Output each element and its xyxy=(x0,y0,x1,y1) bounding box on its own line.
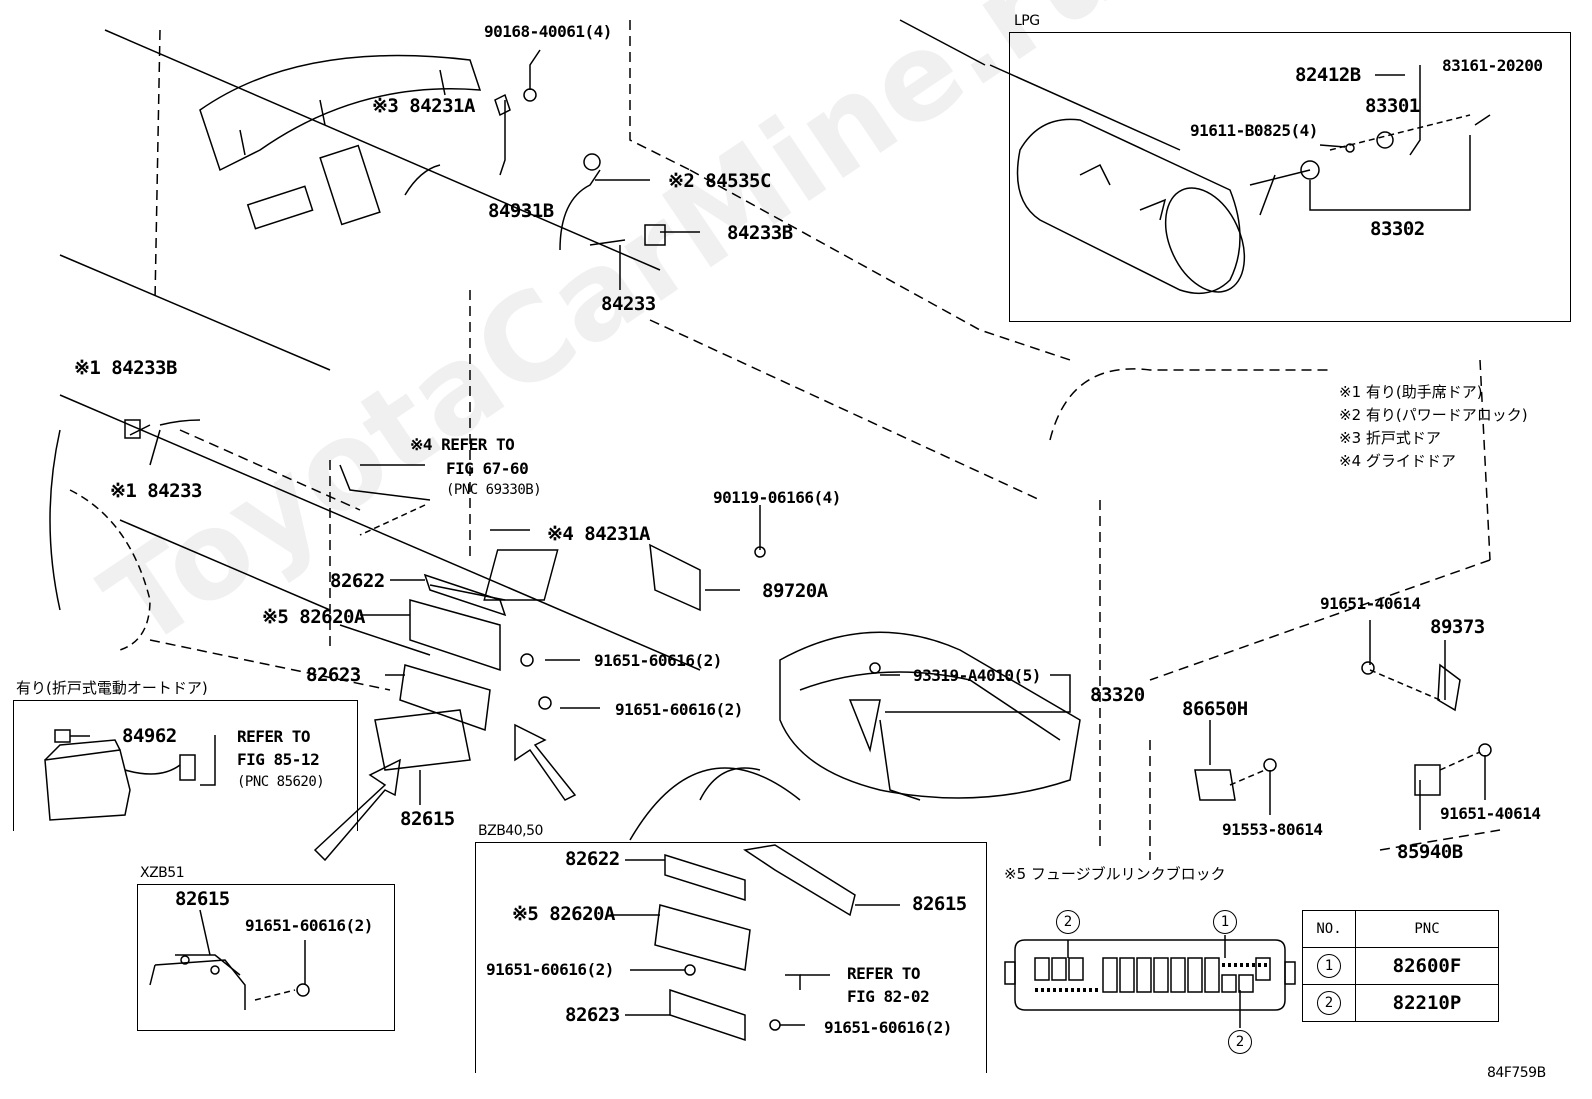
label-84233-top: 84233 xyxy=(601,293,656,315)
legend-pnc-cell: 82600F xyxy=(1355,947,1499,985)
auto-door-title: 有り(折戸式電動オートドア) xyxy=(16,679,208,697)
legend-no-cell: 2 xyxy=(1302,984,1356,1022)
label-xzb-91651-60616: 91651-60616(2) xyxy=(245,916,373,935)
marker-1-top: 1 xyxy=(1213,910,1237,934)
legend-header-no: NO. xyxy=(1302,910,1356,948)
label-bzb-82622: 82622 xyxy=(565,848,620,870)
marker-2-bottom: 2 xyxy=(1228,1030,1252,1054)
body-line xyxy=(104,29,661,271)
label-bzb-82615: 82615 xyxy=(912,893,967,915)
fusible-link-title: ※5 フュージブルリンクブロック xyxy=(1004,865,1226,883)
label-83320: 83320 xyxy=(1090,684,1145,706)
note-1: ※1 有り(助手席ドア) xyxy=(1339,383,1483,401)
label-89373: 89373 xyxy=(1430,616,1485,638)
label-82412B: 82412B xyxy=(1295,64,1361,86)
diagram-code: 84F759B xyxy=(1487,1065,1546,1081)
note-4: ※4 グライドドア xyxy=(1339,452,1456,470)
label-86650H: 86650H xyxy=(1182,698,1248,720)
bzb-title: BZB40,50 xyxy=(478,823,543,839)
legend-marker-2: 2 xyxy=(1317,991,1341,1015)
label-84535C: ※2 84535C xyxy=(668,170,771,192)
label-83301: 83301 xyxy=(1365,95,1420,117)
label-91611-B0825: 91611-B0825(4) xyxy=(1190,121,1318,140)
label-84233B-1: ※1 84233B xyxy=(74,357,177,379)
auto-door-inset-box xyxy=(13,700,358,831)
label-91553-80614: 91553-80614 xyxy=(1222,820,1323,839)
label-refer-85-12-pnc: (PNC 85620) xyxy=(237,774,325,790)
label-91651-40614-top: 91651-40614 xyxy=(1320,594,1421,613)
label-91651-60616-b: 91651-60616(2) xyxy=(615,700,743,719)
marker-2-top: 2 xyxy=(1056,910,1080,934)
label-82620A: ※5 82620A xyxy=(262,606,365,628)
table-row: 2 82210P xyxy=(1302,984,1499,1022)
label-82622: 82622 xyxy=(330,570,385,592)
label-bzb-91651-60616-a: 91651-60616(2) xyxy=(486,960,614,979)
label-84231A-door-4: ※4 84231A xyxy=(547,523,650,545)
label-91651-40614-bottom: 91651-40614 xyxy=(1440,804,1541,823)
lpg-title: LPG xyxy=(1014,13,1040,29)
label-91651-60616-a: 91651-60616(2) xyxy=(594,651,722,670)
legend-no-cell: 1 xyxy=(1302,947,1356,985)
label-bzb-82620A: ※5 82620A xyxy=(512,903,615,925)
xzb51-title: XZB51 xyxy=(140,865,185,881)
label-84231A-door-3: ※3 84231A xyxy=(372,95,475,117)
legend-pnc-cell: 82210P xyxy=(1355,984,1499,1022)
label-82623: 82623 xyxy=(306,664,361,686)
note-3: ※3 折戸式ドア xyxy=(1339,429,1441,447)
label-refer-85-12: REFER TO xyxy=(237,727,311,746)
legend-header-pnc: PNC xyxy=(1355,910,1499,948)
pnc-legend-table: NO. PNC 1 82600F 2 82210P xyxy=(1302,910,1499,1022)
label-refer-67-60-fig: FIG 67-60 xyxy=(446,459,529,478)
label-82615: 82615 xyxy=(400,808,455,830)
xzb51-inset-box xyxy=(137,884,395,1031)
label-84962: 84962 xyxy=(122,725,177,747)
label-84233-1: ※1 84233 xyxy=(110,480,203,502)
label-83302: 83302 xyxy=(1370,218,1425,240)
label-refer-82-02: REFER TO xyxy=(847,964,921,983)
label-90168-40061: 90168-40061(4) xyxy=(484,22,612,41)
legend-marker-1: 1 xyxy=(1317,954,1341,978)
label-refer-67-60-pnc: (PNC 69330B) xyxy=(446,482,542,498)
label-xzb-82615: 82615 xyxy=(175,888,230,910)
label-refer-82-02-fig: FIG 82-02 xyxy=(847,987,930,1006)
label-83161-20200: 83161-20200 xyxy=(1442,56,1543,75)
label-90119-06166: 90119-06166(4) xyxy=(713,488,841,507)
label-93319-A4010: 93319-A4010(5) xyxy=(913,666,1041,685)
label-bzb-82623: 82623 xyxy=(565,1004,620,1026)
table-row: NO. PNC xyxy=(1302,910,1499,948)
label-refer-67-60: ※4 REFER TO xyxy=(410,435,515,454)
note-2: ※2 有り(パワードアロック) xyxy=(1339,406,1528,424)
fuse-slots xyxy=(1034,957,1271,993)
bzb40-50-inset-box xyxy=(475,842,987,1073)
label-84931B: 84931B xyxy=(488,200,554,222)
table-row: 1 82600F xyxy=(1302,947,1499,985)
label-85940B: 85940B xyxy=(1397,841,1463,863)
lpg-inset-box xyxy=(1009,32,1571,322)
label-refer-85-12-fig: FIG 85-12 xyxy=(237,750,320,769)
label-89720A: 89720A xyxy=(762,580,828,602)
label-bzb-91651-60616-b: 91651-60616(2) xyxy=(824,1018,952,1037)
label-84233B-top: 84233B xyxy=(727,222,793,244)
